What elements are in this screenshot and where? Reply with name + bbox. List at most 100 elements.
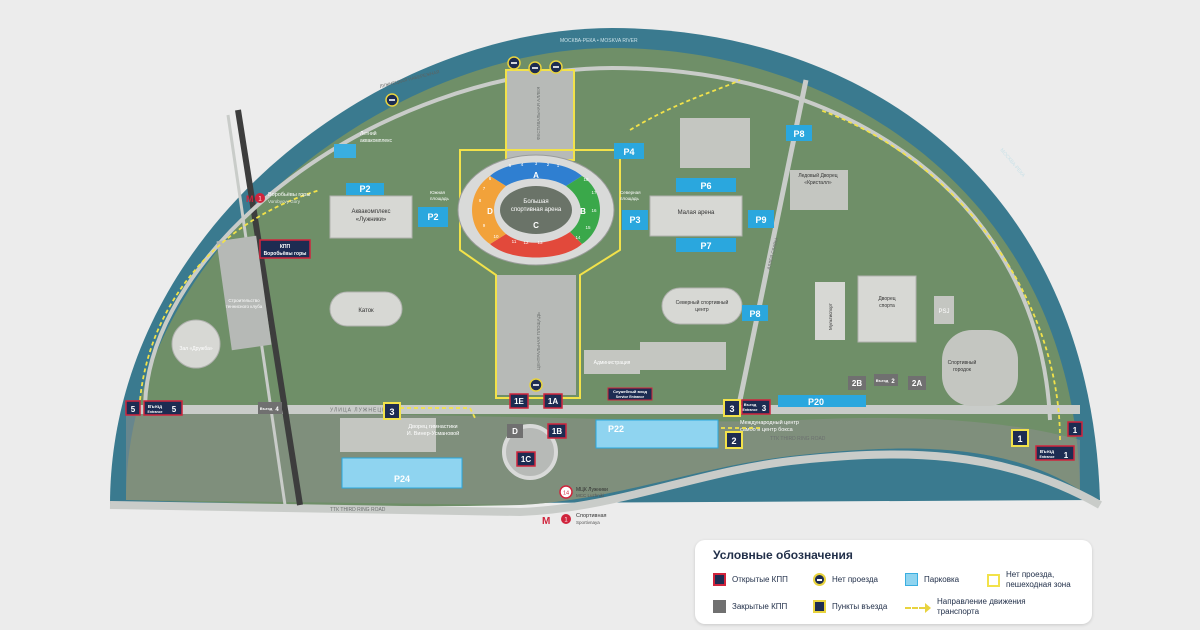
parking-p8b-label: P8 [749,309,760,319]
no-entry-top-2-bar [532,67,538,69]
legend-open-kpp-label: Открытые КПП [732,574,788,584]
legend-closed-kpp-label: Закрытые КПП [732,601,788,611]
parking-p9-label: P9 [755,215,766,225]
parking-p6[interactable] [676,178,736,192]
legend-direction-line-1: Направление движения [937,597,1026,606]
stand-b [566,176,600,244]
third-ring-road [109,450,1102,517]
sector-15: 15 [585,225,591,230]
checkpoint-1e-label: 1E [514,397,524,406]
exit-mid-en: Entrance [743,408,758,412]
legend-direction-line-2: транспорта [937,607,980,616]
checkpoint-1-far[interactable] [1067,421,1083,437]
parking-p2b[interactable] [418,207,448,227]
exit-mid-box[interactable] [741,399,771,415]
tennis-site [216,235,272,351]
parking-p7[interactable] [676,238,736,252]
service-entrance-ru: Служебный вход [613,389,647,394]
entry-point-2[interactable] [725,431,743,449]
checkpoint-2a[interactable] [908,376,926,390]
sector-13: 13 [537,240,543,245]
aqua-complex-label-2: «Лужники» [356,217,387,223]
metro-line-num-vorobyovy: 1 [258,197,262,203]
entry-points: 3 3 2 1 [383,399,1029,449]
katok [329,291,403,327]
legend-no-entry-label: Нет проезда [832,574,878,584]
sector-numbers: 1 2 3 4 5 6 7 8 9 10 11 12 13 14 15 16 1… [479,161,597,245]
parking-p8a[interactable] [786,125,812,141]
central-pedestrian-zone [459,149,621,399]
checkpoint-1e[interactable] [509,393,529,409]
parking-p3-label: P3 [629,215,640,225]
luzhniki-land [126,48,1080,507]
small-arena-label: Малая арена [678,210,715,216]
block-north-1 [680,118,750,168]
ice-palace [790,170,848,210]
psj-label: PSJ [938,309,949,315]
legend-open-kpp: Открытые КПП [713,573,788,586]
legend-direction: Направление движения транспорта [905,597,1026,617]
service-entrance[interactable] [607,387,653,401]
legend: Условные обозначения Открытые КПП Закрыт… [695,540,1092,624]
sector-1: 1 [557,163,560,168]
kpp-vorobyovy[interactable] [259,239,311,259]
parking-p9[interactable] [748,210,774,228]
parking-p20[interactable] [778,395,866,407]
station-sportivnaya-en: Sportivnaya [576,520,600,525]
entry-point-3-east[interactable] [723,399,741,417]
metro-icon-vorobyovy: М [246,194,254,204]
sport-town [942,330,1018,406]
exit-west-num-r: 5 [172,405,177,414]
legend-title: Условные обозначения [713,548,853,562]
parking-p2a[interactable] [346,183,384,195]
no-entry-top-3 [549,60,563,74]
exit-west-box[interactable] [143,400,183,416]
sector-2: 2 [547,162,550,167]
stand-c-label: C [533,221,539,230]
parking-p22[interactable] [595,419,719,449]
katok-label: Каток [358,308,374,314]
station-vorobyovy-ru: Воробьёвы горы [268,192,310,198]
parking-p4[interactable] [614,143,644,159]
entry-point-1-east[interactable] [1011,429,1029,447]
legend-closed-kpp: Закрытые КПП [713,600,787,613]
metro-line-badge-vorobyovy [255,193,265,203]
checkpoint-1-far-label: 1 [1073,426,1078,435]
sport-palace-label-1: Дворец [878,296,895,302]
parking-p3[interactable] [622,210,648,230]
luzhnetskaya-street [126,405,1080,414]
north-center-label-2: центр [695,307,709,313]
checkpoint-1b-label: 1B [552,427,562,436]
checkpoint-2b[interactable] [848,376,866,390]
south-square-label-1: Южная [430,190,446,195]
south-square-label-2: площадь [430,196,449,201]
route-north [629,79,741,131]
central-square-label: ЦЕНТРАЛЬНАЯ ПЛОЩАДЬ [536,312,541,370]
route-south-west [400,407,477,421]
aqua-complex-label-1: Аквакомплекс [351,209,390,215]
gymnastics-palace [340,418,436,452]
gate-4-small[interactable] [258,402,282,414]
gate-2-small-word: Въезд [876,378,889,383]
exit-east-box[interactable] [1035,445,1075,461]
sector-6: 6 [489,176,492,181]
checkpoint-d[interactable] [507,424,523,438]
checkpoint-1b[interactable] [547,423,567,439]
exit-mid-num: 3 [762,404,767,413]
entry-point-3-west[interactable] [383,402,401,420]
checkpoint-1a[interactable] [543,393,563,409]
parking-p24[interactable] [341,457,463,489]
sector-7: 7 [483,186,486,191]
gate-2-small[interactable] [874,374,898,386]
gymnastics-label-1: Дворец гимнастики [408,424,457,430]
checkpoint-1c[interactable] [516,451,536,467]
ttk-right-label: ТТК THIRD RING ROAD [770,436,826,442]
parking-p8b[interactable] [742,305,768,321]
exit-west-left[interactable] [125,400,141,416]
metro-line-badge-sportivnaya [561,514,571,524]
druzhba-label: Зал «Дружба» [179,346,212,352]
central-square [496,275,576,395]
sambo-label-1: Международный центр [740,419,799,426]
exit-east-word: Въезд [1040,449,1054,454]
mck-badge [559,485,573,499]
